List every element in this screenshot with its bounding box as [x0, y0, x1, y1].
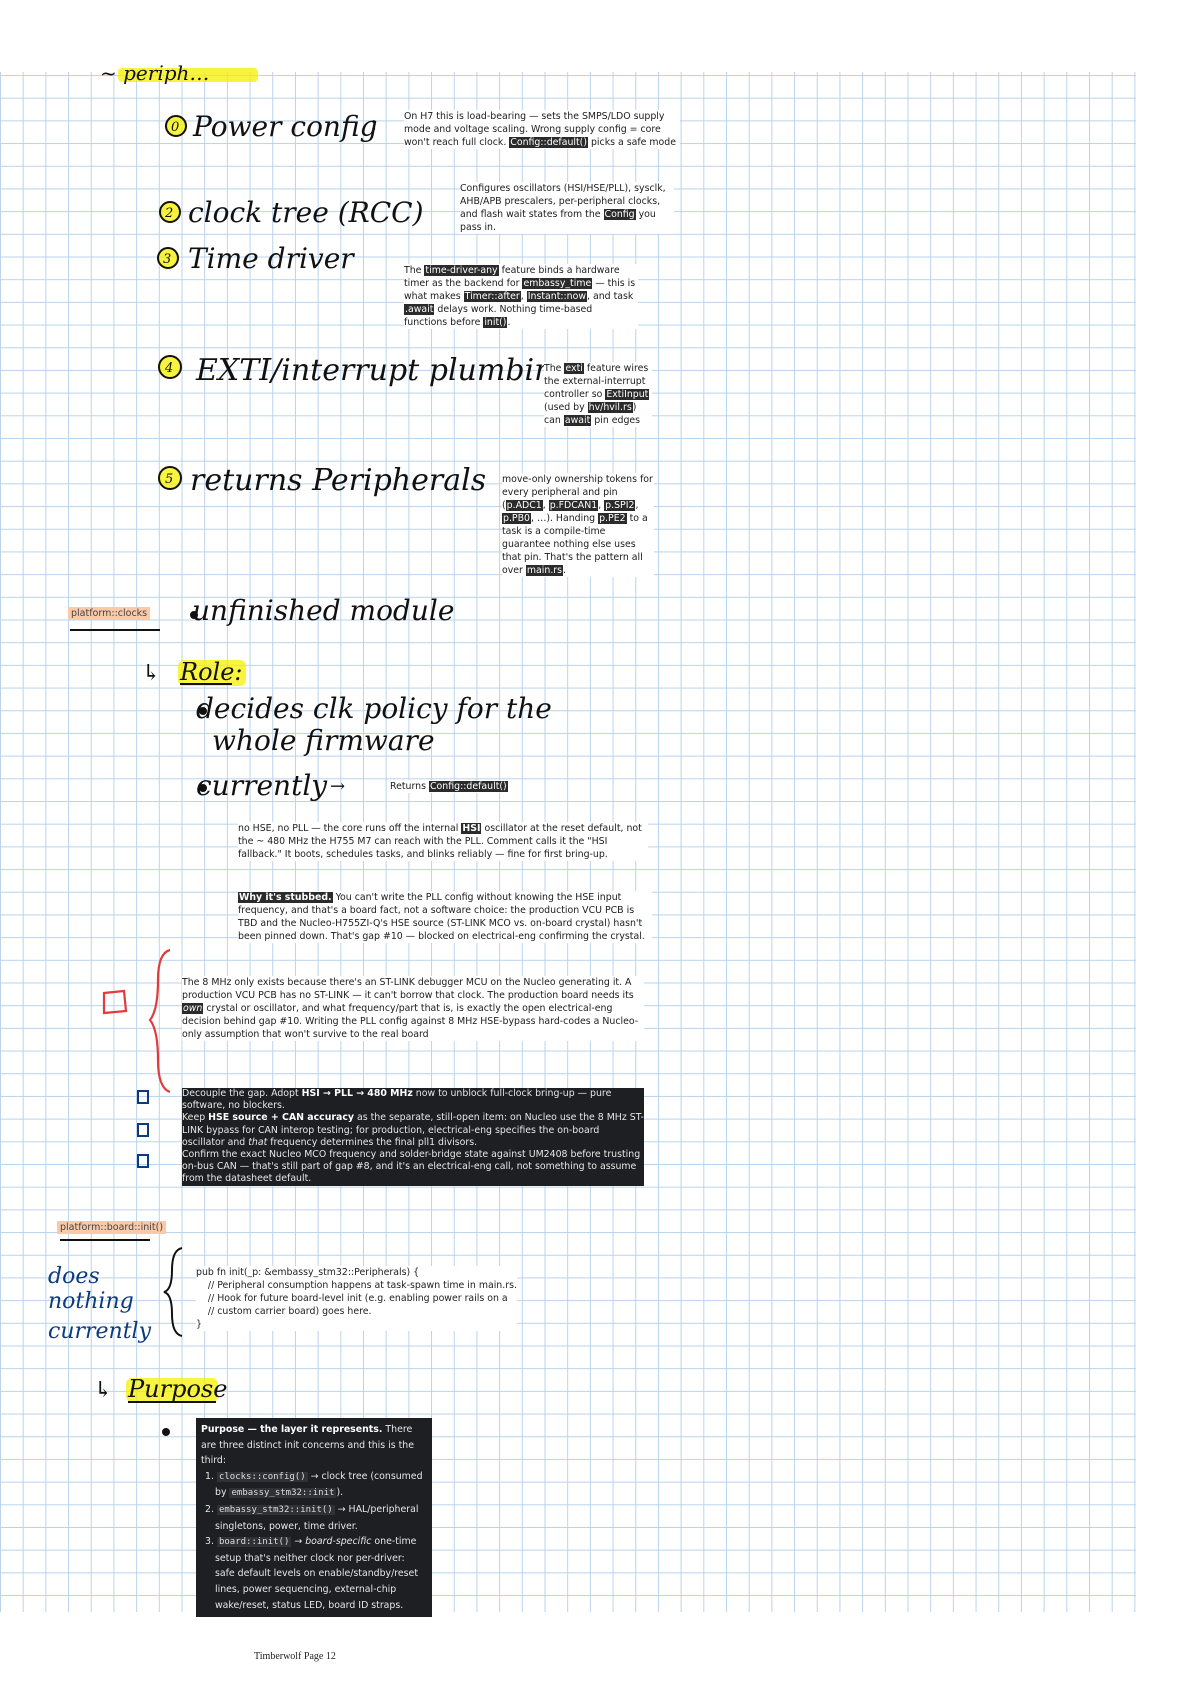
hw-num5: 5 — [165, 472, 173, 487]
todo-item-3: Confirm the exact Nucleo MCO frequency a… — [182, 1149, 641, 1185]
note-clock-tree: Configures oscillators (HSI/HSE/PLL), sy… — [460, 182, 674, 234]
tag-platform-board-init: platform::board::init() — [57, 1221, 167, 1234]
svg-text::: : — [370, 111, 377, 136]
note-peripherals: move-only ownership tokens for every per… — [502, 473, 654, 577]
hw-clock-tree: clock tree (RCC) — [188, 196, 424, 229]
hw-unfinished: unfinished module — [192, 594, 454, 627]
note-power-config: On H7 this is load-bearing — sets the SM… — [404, 110, 680, 149]
hw-role: Role: — [179, 658, 242, 686]
todo-item-2: Keep HSE source + CAN accuracy as the se… — [182, 1112, 644, 1148]
hw-purpose: Purpose — [127, 1375, 227, 1403]
hw-does-nothing-1: does — [48, 1264, 100, 1289]
hw-decides: decides clk policy for the — [196, 692, 552, 725]
hw-arrow-purpose: ↳ — [94, 1378, 112, 1403]
page-right-margin — [1136, 0, 1191, 1687]
page-bottom-margin — [0, 1612, 1191, 1687]
hw-does-nothing-3: currently — [48, 1319, 152, 1344]
purpose-item-1: 1. clocks::config() → clock tree (consum… — [205, 1470, 423, 1499]
highlight-num4 — [158, 355, 182, 379]
highlight-purpose — [126, 1378, 218, 1402]
hw-num1: 0 — [171, 120, 179, 135]
hw-returns-peripherals: returns Peripherals — [190, 463, 486, 498]
highlight-num1 — [165, 115, 187, 137]
purpose-item-3: 3. board::init() → board-specific one-ti… — [205, 1536, 418, 1611]
note-stubbed: Why it's stubbed. You can't write the PL… — [238, 891, 652, 943]
hw-num2: 2 — [164, 206, 173, 221]
hw-whole: whole firmware — [212, 724, 435, 757]
highlight-num3 — [157, 247, 179, 269]
purpose-item-2: 2. embassy_stm32::init() → HAL/periphera… — [205, 1503, 419, 1532]
hw-arrow-role: ↳ — [142, 661, 160, 686]
hw-does-nothing-2: nothing — [48, 1289, 134, 1314]
todo-block: Decouple the gap. Adopt HSI → PLL → 480 … — [182, 1088, 644, 1186]
page-footer: Timberwolf Page 12 — [254, 1651, 336, 1662]
purpose-block: Purpose — the layer it represents. There… — [196, 1418, 432, 1618]
purpose-intro: Purpose — the layer it represents. There… — [201, 1424, 415, 1467]
highlight-num2 — [159, 201, 181, 223]
page-top-margin — [0, 0, 1191, 72]
hw-power-config: Power config — [192, 110, 378, 143]
note-8mhz: The 8 MHz only exists because there's an… — [182, 976, 644, 1041]
hw-num3: 3 — [163, 252, 171, 267]
highlight-role — [178, 660, 246, 686]
hw-num4: 4 — [164, 361, 173, 376]
note-exti: The exti feature wires the external-inte… — [544, 362, 652, 427]
hw-top-fragment: ~ periph… — [100, 61, 209, 85]
highlight-top — [118, 68, 258, 82]
hw-currently: currently — [196, 769, 328, 802]
note-hsi: no HSE, no PLL — the core runs off the i… — [238, 822, 648, 861]
todo-item-1: Decouple the gap. Adopt HSI → PLL → 480 … — [182, 1088, 612, 1112]
note-returns: Returns Config::default() — [390, 780, 510, 793]
code-board-init: pub fn init(_p: &embassy_stm32::Peripher… — [196, 1266, 517, 1331]
hw-time-driver: Time driver — [188, 242, 355, 275]
note-time-driver: The time-driver-any feature binds a hard… — [404, 264, 638, 329]
hw-exti: EXTI/interrupt plumbing — [195, 353, 573, 388]
highlight-num5 — [158, 466, 182, 490]
tag-platform-clocks: platform::clocks — [68, 607, 151, 620]
svg-text:→: → — [330, 776, 345, 797]
